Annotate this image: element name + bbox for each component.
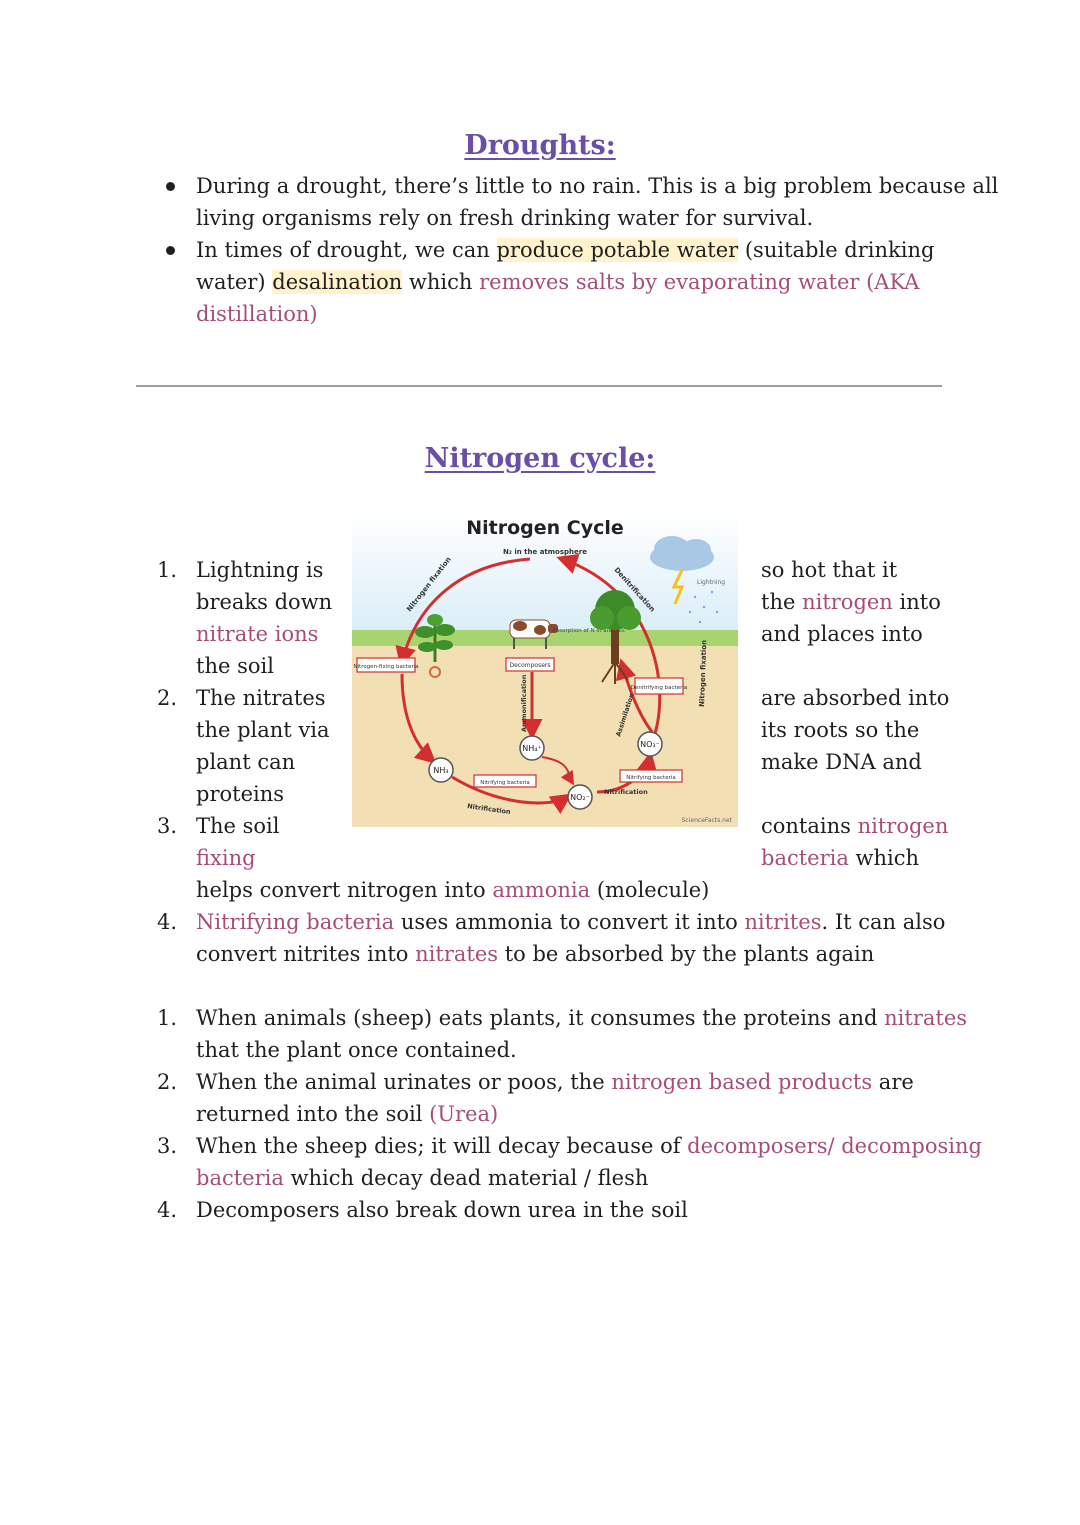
nh3-circle	[428, 757, 454, 783]
ammonification-label: Ammonification	[520, 674, 528, 732]
arrow-nh4-to-no2	[541, 756, 575, 786]
soil-background	[352, 646, 738, 827]
bullet-dot	[166, 246, 175, 255]
droughts-bullet-1-line-1: During a drought, there’s little to no r…	[196, 174, 999, 198]
nfix-bacteria-label: Nitrogen-fixing bacteria	[353, 664, 418, 670]
n1-item1-left-1: Lightning is	[196, 558, 324, 582]
list-number: 2.	[156, 686, 177, 710]
nitrogen-cycle-diagram: Nitrogen Cycle N₂ in the atmosphere Nitr…	[352, 512, 738, 827]
n2-item3-line-2: bacteria which decay dead material / fle…	[196, 1166, 649, 1190]
nitrification-label-2: Nitrification	[604, 788, 648, 796]
denitrifying-box	[634, 677, 684, 695]
n1-item1-right-1: so hot that it	[761, 558, 898, 582]
lightning-icon	[671, 569, 685, 605]
nfix-bacteria-box	[356, 657, 416, 673]
cloud-icon	[650, 536, 714, 571]
n1-item2-left-3: plant can	[196, 750, 296, 774]
droughts-bullet-1-line-2: living organisms rely on fresh drinking …	[196, 206, 814, 230]
n1-item2-right-1: are absorbed into	[761, 686, 950, 710]
n1-item2-left-4: proteins	[196, 782, 285, 806]
n2-item2-line-1: When the animal urinates or poos, the ni…	[196, 1070, 914, 1094]
n2-item3-line-1: When the sheep dies; it will decay becau…	[196, 1134, 982, 1158]
rain-icon	[688, 590, 719, 624]
n1-item2-right-3: make DNA and	[761, 750, 922, 774]
n1-item1-left-3: nitrate ions	[196, 622, 319, 646]
nitrifying-label-2: Nitrifying bacteria	[626, 775, 676, 781]
list-number: 4.	[156, 1198, 177, 1222]
droughts-bullet-2-line-3: distillation)	[196, 302, 318, 326]
no2-circle	[567, 784, 593, 810]
list-number: 3.	[156, 814, 177, 838]
list-number: 2.	[156, 1070, 177, 1094]
credit-label: ScienceFacts.net	[682, 817, 733, 824]
highlight-potable-water: produce potable water	[496, 238, 739, 262]
bullet-dot	[166, 182, 175, 191]
nitrifying-box-1	[473, 774, 537, 788]
no3-label: NO₃⁻	[640, 740, 660, 749]
horizontal-divider	[136, 385, 942, 387]
list-number: 4.	[156, 910, 177, 934]
nitrogen-heading: Nitrogen cycle:	[424, 443, 656, 474]
no2-label: NO₂⁻	[570, 793, 590, 802]
nitrifying-box-2	[619, 769, 683, 783]
droughts-heading: Droughts:	[464, 130, 616, 161]
denitrifying-label: Denitrifying bacteria	[631, 685, 688, 691]
nh4-circle	[519, 735, 545, 761]
arrow-denitrification	[556, 554, 662, 743]
highlight-desalination: desalination	[272, 270, 403, 294]
n1-item3-left-1: The soil	[196, 814, 280, 838]
decomposers-box	[505, 657, 555, 672]
arrow-fixation	[395, 557, 531, 668]
fixation-right-label: Nitrogen fixation	[698, 640, 708, 707]
n2-item2-line-2: returned into the soil (Urea)	[196, 1102, 499, 1126]
droughts-bullet-2-line-1: In times of drought, we can produce pota…	[196, 238, 935, 262]
n1-item3-right-2: bacteria which	[761, 846, 920, 870]
n1-item4-line-2: convert nitrites into nitrates to be abs…	[196, 942, 875, 966]
diagram-title: Nitrogen Cycle	[466, 517, 624, 539]
n2-item1-line-1: When animals (sheep) eats plants, it con…	[196, 1006, 968, 1030]
n1-item3-left-2: fixing	[196, 846, 256, 870]
n1-item2-right-2: its roots so the	[761, 718, 920, 742]
arrow-nitrification-1	[451, 775, 572, 815]
nh3-label: NH₃	[433, 766, 448, 775]
cow-icon	[509, 619, 558, 649]
list-number: 3.	[156, 1134, 177, 1158]
nh4-label: NH₄⁺	[522, 744, 541, 753]
droughts-bullet-2-line-2: water) desalination which removes salts …	[196, 270, 920, 294]
decomposers-label: Decomposers	[509, 662, 550, 669]
absorption-label: Absorption of N in animals	[552, 628, 625, 634]
n2-item4-line-1: Decomposers also break down urea in the …	[196, 1198, 688, 1222]
no3-circle	[637, 731, 663, 757]
n1-item1-left-2: breaks down	[196, 590, 333, 614]
n1-item3-line-3: helps convert nitrogen into ammonia (mol…	[196, 878, 710, 902]
n1-item2-left-2: the plant via	[196, 718, 330, 742]
n1-item1-right-2: the nitrogen into	[761, 590, 941, 614]
arrow-to-nh3	[400, 673, 437, 765]
list-number: 1.	[156, 558, 177, 582]
tree-icon	[590, 590, 641, 684]
arrow-assimilation	[615, 658, 654, 733]
atmosphere-label: N₂ in the atmosphere	[503, 548, 587, 556]
nitrifying-label-1: Nitrifying bacteria	[480, 780, 530, 786]
lightning-label: Lightning	[697, 579, 725, 586]
list-number: 1.	[156, 1006, 177, 1030]
plant-icon	[415, 614, 455, 678]
n1-item1-right-3: and places into	[761, 622, 923, 646]
n2-item1-line-2: that the plant once contained.	[196, 1038, 517, 1062]
n1-item2-left-1: The nitrates	[196, 686, 326, 710]
n1-item1-left-4: the soil	[196, 654, 274, 678]
n1-item3-right-1: contains nitrogen	[761, 814, 949, 838]
n1-item4-line-1: Nitrifying bacteria uses ammonia to conv…	[196, 910, 946, 934]
